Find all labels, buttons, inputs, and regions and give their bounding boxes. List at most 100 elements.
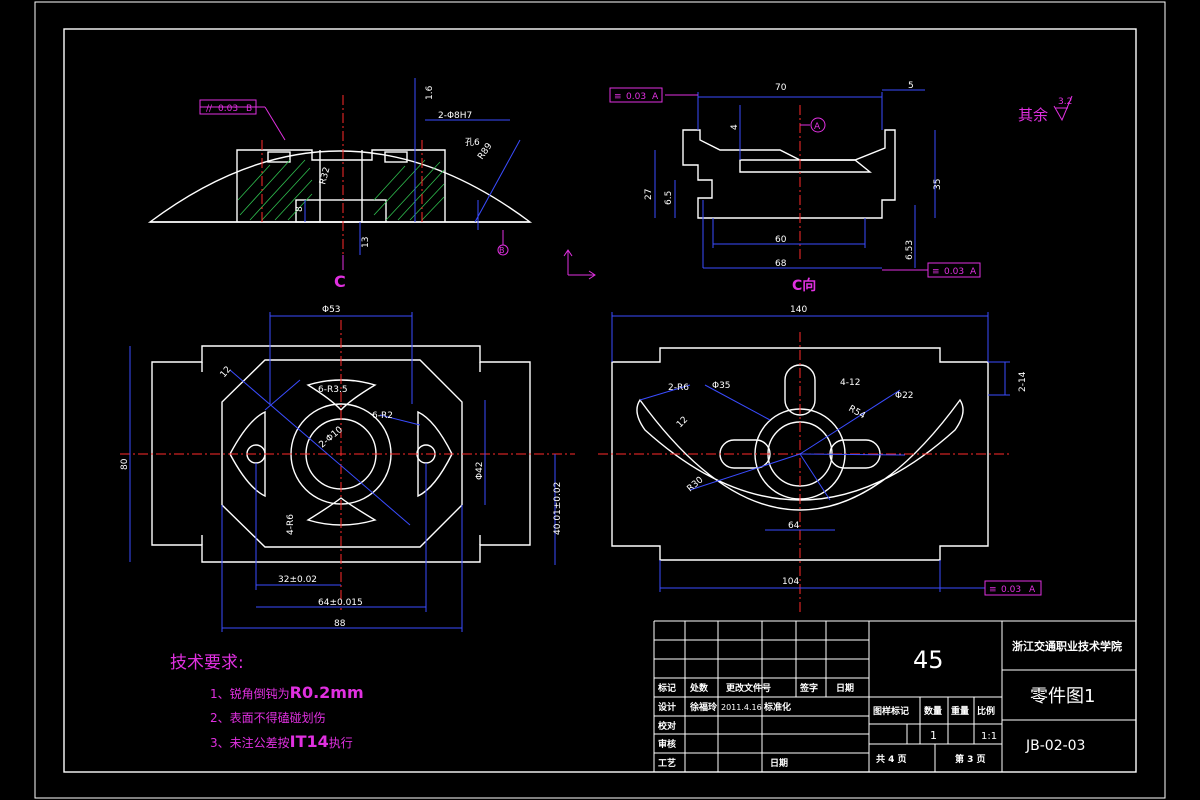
label-process: 工艺 <box>658 757 676 769</box>
label-scale: 比例 <box>977 705 995 717</box>
drawing-number: JB-02-03 <box>1025 738 1085 754</box>
tech-title: 技术要求: <box>170 653 244 673</box>
dim-68: 68 <box>775 259 787 269</box>
tech-item-1-prefix: 1、锐角倒钝为 <box>210 687 290 701</box>
outer-border <box>34 1 1166 799</box>
parallel-tol: 0.03 <box>218 104 238 114</box>
angle-dim: R32 <box>318 166 332 186</box>
tech-item-3-emph: IT14 <box>290 732 329 751</box>
dim-r30: R30 <box>686 475 706 494</box>
dim-12: 12 <box>219 365 234 380</box>
inner-frame <box>63 28 1137 773</box>
dim-64-015: 64±0.015 <box>318 598 363 608</box>
dim-35: 35 <box>933 179 943 190</box>
dim-6-r2: 6-R2 <box>372 411 393 421</box>
tech-item-3-suffix: 执行 <box>329 736 353 750</box>
dim-6-r3-5: 6-R3.5 <box>318 385 348 395</box>
title-block <box>653 620 1136 772</box>
tech-item-3: 3、未注公差按IT14执行 <box>210 732 353 751</box>
dim-6-53: 6.53 <box>905 240 915 260</box>
dim-6-5: 6.5 <box>664 191 674 205</box>
label-stage: 图样标记 <box>873 705 909 717</box>
label-doc: 更改文件号 <box>726 682 771 694</box>
part-name: 零件图1 <box>1030 686 1095 707</box>
tech-item-1-emph: R0.2mm <box>290 683 364 702</box>
dim-phi22: Φ22 <box>895 391 914 401</box>
svg-text:≡: ≡ <box>614 92 622 102</box>
tech-item-2: 2、表面不得磕碰划伤 <box>210 710 326 725</box>
sheet-number: 第 3 页 <box>955 753 986 765</box>
sym-tol-3: 0.03 <box>1001 585 1021 595</box>
symmetry-frame-2 <box>927 262 981 278</box>
design-date: 2011.4.16 <box>721 703 762 712</box>
dim-4-r6: 4-R6 <box>286 514 296 535</box>
dim-60: 60 <box>775 235 787 245</box>
dim-32: 32±0.02 <box>278 575 317 585</box>
svg-text://: // <box>206 104 213 114</box>
scale-value: 1:1 <box>981 731 997 742</box>
top-right-view <box>654 89 936 271</box>
label-standardize: 标准化 <box>763 701 791 713</box>
sym-datum-2: A <box>970 267 977 277</box>
datum-a-label: A <box>814 122 821 132</box>
tech-item-1: 1、锐角倒钝为R0.2mm <box>210 683 364 702</box>
dim-phi35: Φ35 <box>712 381 731 391</box>
datum-b-label: B <box>499 246 505 255</box>
roughness-value: 3.2 <box>1058 97 1072 107</box>
view-label-c: C向 <box>792 277 816 294</box>
dim-2-14: 2-14 <box>1018 371 1028 392</box>
label-count: 处数 <box>689 682 709 694</box>
dim-2-r6: 2-R6 <box>668 383 689 393</box>
svg-text:≡: ≡ <box>989 585 997 595</box>
dim-r54: R54 <box>847 404 868 422</box>
symmetry-frame-3 <box>984 580 1042 596</box>
designer-name: 徐福玲 <box>689 701 718 713</box>
sym-tol-1: 0.03 <box>626 92 646 102</box>
symmetry-frame-1 <box>609 87 663 103</box>
roughness-a: 1.6 <box>425 85 435 100</box>
axis-symbol <box>563 249 596 280</box>
label-mark: 标记 <box>657 682 676 694</box>
dim-70: 70 <box>775 83 787 93</box>
total-sheets: 共 4 页 <box>876 753 907 765</box>
dim-40-01: 40.01±0.02 <box>553 482 563 535</box>
label-check: 校对 <box>658 720 676 732</box>
dim-4-12: 4-12 <box>840 378 860 388</box>
label-qty: 数量 <box>924 705 942 717</box>
tech-item-3-prefix: 3、未注公差按 <box>210 735 290 750</box>
label-date-bottom: 日期 <box>770 757 788 769</box>
material: 45 <box>913 646 944 674</box>
view-c-right <box>598 312 1012 612</box>
parallelism-frame <box>199 99 257 115</box>
sym-datum-3: A <box>1029 585 1036 595</box>
chamfer-dim: 孔6 <box>465 137 480 148</box>
dim-27: 27 <box>644 189 654 200</box>
tech-item-2-prefix: 2、表面不得磕碰划伤 <box>210 710 326 725</box>
sym-tol-2: 0.03 <box>944 267 964 277</box>
label-review: 审核 <box>658 738 676 750</box>
qty-value: 1 <box>930 729 937 742</box>
dim-104: 104 <box>782 577 799 587</box>
roughness-note: 其余 <box>1018 106 1048 124</box>
dim-5: 5 <box>908 81 914 91</box>
dim-88: 88 <box>334 619 346 629</box>
school-name: 浙江交通职业技术学院 <box>1012 639 1122 653</box>
label-date-top: 日期 <box>836 682 854 694</box>
section-label-c: C <box>334 272 346 291</box>
svg-text:≡: ≡ <box>932 267 940 277</box>
small-dim: 8 <box>295 206 305 212</box>
dim-12-right: 12 <box>675 415 690 430</box>
plan-view-left <box>120 312 575 632</box>
dim-64-right: 64 <box>788 521 800 531</box>
section-view-upper-left <box>147 78 533 256</box>
dim-4: 4 <box>730 124 740 130</box>
sym-datum-1: A <box>652 92 659 102</box>
dim-80: 80 <box>120 458 130 470</box>
dim-phi53: Φ53 <box>322 305 341 315</box>
dim-140: 140 <box>790 305 807 315</box>
roughness-symbol <box>1053 95 1073 122</box>
label-weight: 重量 <box>951 705 969 717</box>
label-sign: 签字 <box>799 682 818 694</box>
depth-dim: 13 <box>361 237 371 248</box>
